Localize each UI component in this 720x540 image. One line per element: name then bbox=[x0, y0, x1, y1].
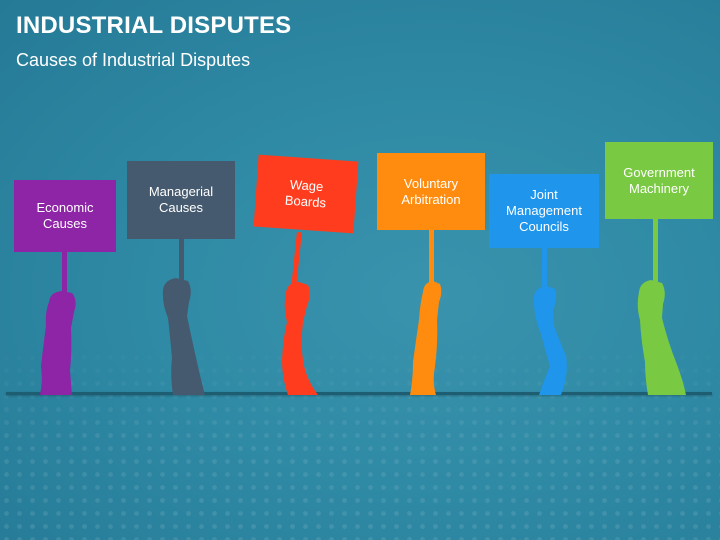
placard-voluntary-arbitration: Voluntary Arbitration bbox=[377, 153, 485, 230]
placard-label: Joint Management Councils bbox=[506, 187, 582, 234]
placard-label: Economic Causes bbox=[36, 200, 94, 231]
slide-title: INDUSTRIAL DISPUTES bbox=[16, 12, 292, 39]
ground-line bbox=[6, 392, 712, 395]
placard-joint-management-councils: Joint Management Councils bbox=[489, 174, 599, 248]
placard-label: Voluntary Arbitration bbox=[401, 175, 461, 207]
placard-economic-causes: Economic Causes bbox=[14, 180, 116, 252]
placard-label: Managerial Causes bbox=[148, 184, 214, 215]
placard-label: Government Machinery bbox=[623, 164, 695, 196]
placard-managerial-causes: Managerial Causes bbox=[127, 161, 235, 239]
placard-government-machinery: Government Machinery bbox=[605, 142, 713, 219]
slide-subtitle: Causes of Industrial Disputes bbox=[16, 50, 251, 70]
